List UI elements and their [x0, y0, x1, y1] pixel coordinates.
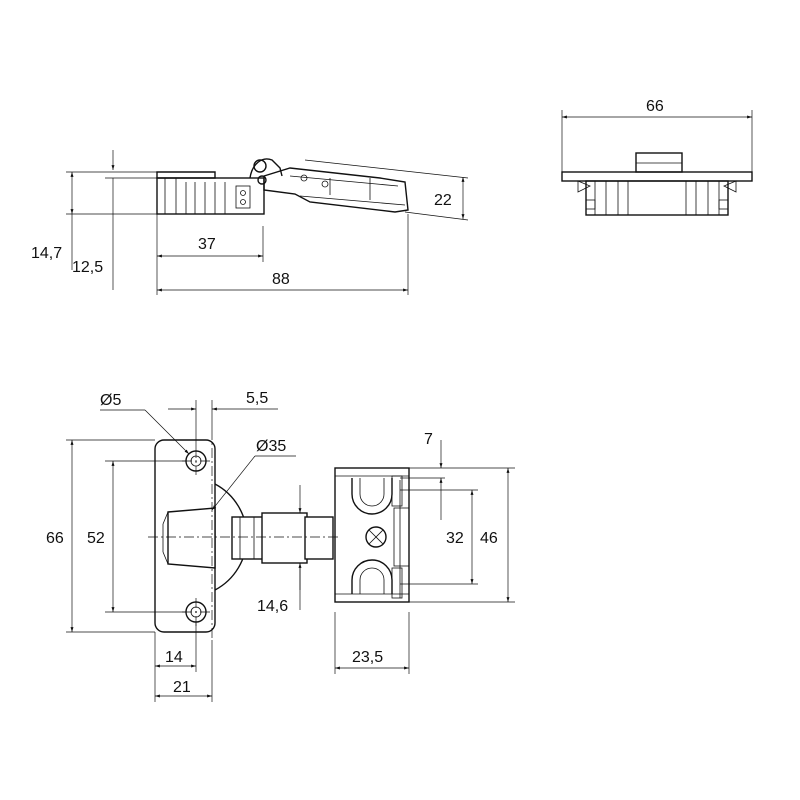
mounting-plate-view: 7 32 46 23,5 — [334, 431, 515, 674]
dim-14-7: 14,7 — [31, 245, 62, 262]
dim-88: 88 — [272, 271, 290, 288]
end-view: 66 — [561, 98, 753, 216]
dim-d35: Ø35 — [256, 438, 286, 455]
dim-7: 7 — [424, 431, 433, 448]
dim-d5: Ø5 — [100, 392, 121, 409]
dim-66-top: 66 — [646, 98, 664, 115]
front-view: 66 52 Ø5 5,5 Ø35 14 21 14,6 — [46, 390, 338, 702]
dim-22: 22 — [434, 192, 452, 209]
dim-14-6: 14,6 — [257, 598, 288, 615]
side-view: 22 14,7 12,5 37 88 — [31, 150, 469, 295]
dim-23-5: 23,5 — [352, 649, 383, 666]
dim-32: 32 — [446, 530, 464, 547]
dim-66-plate: 66 — [46, 530, 64, 547]
dim-37: 37 — [198, 236, 216, 253]
dim-5-5: 5,5 — [246, 390, 268, 407]
dim-52: 52 — [87, 530, 105, 547]
dim-21: 21 — [173, 679, 191, 696]
dim-12-5: 12,5 — [72, 259, 103, 276]
dim-14: 14 — [165, 649, 183, 666]
dim-46: 46 — [480, 530, 498, 547]
